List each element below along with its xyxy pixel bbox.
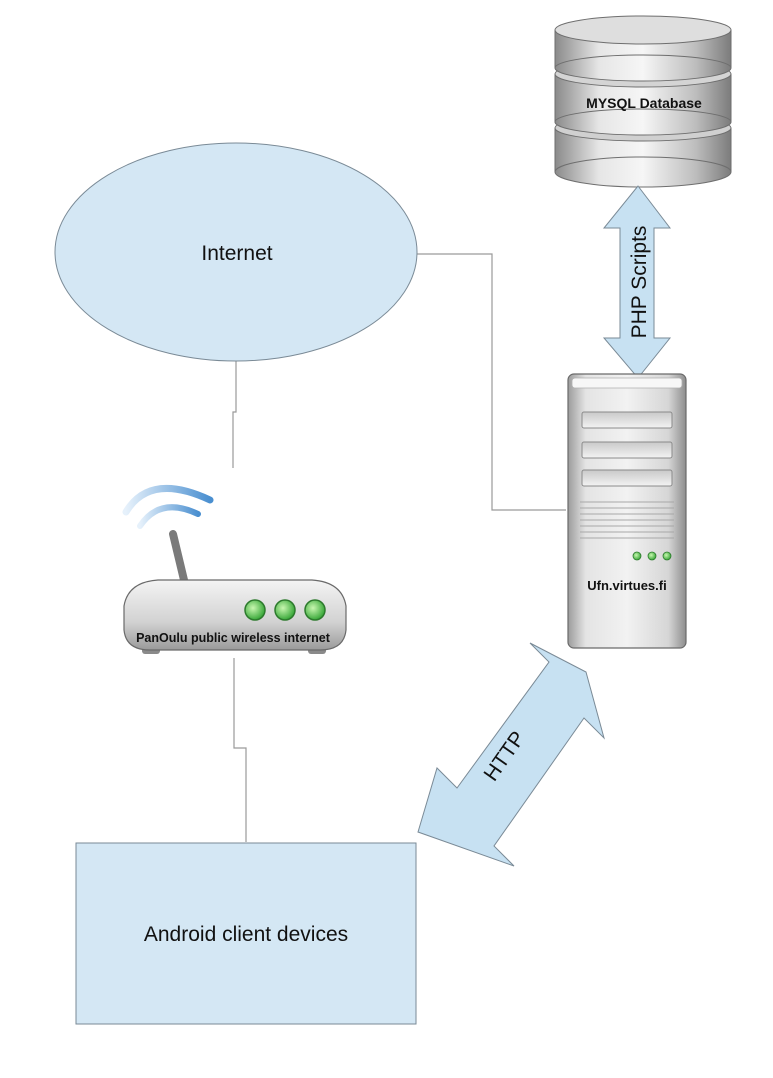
connector-lines	[232, 253, 566, 842]
android-clients-label: Android client devices	[144, 923, 348, 946]
internet-router-line	[232, 361, 237, 468]
router-clients-line	[233, 658, 247, 842]
drive-bay-1	[581, 411, 673, 429]
router-body	[123, 579, 347, 651]
server-led-3	[662, 551, 672, 561]
router-led-3	[304, 599, 326, 621]
http-arrow: HTTP	[417, 642, 605, 867]
database-label: MYSQL Database	[586, 95, 702, 111]
server-led-2	[647, 551, 657, 561]
mysql-database: MYSQL Database	[554, 15, 732, 188]
android-clients-box	[75, 842, 417, 1025]
http-arrow-shape	[417, 642, 605, 867]
drive-bay-2	[581, 441, 673, 459]
internet-ellipse	[54, 142, 418, 362]
router-led-2	[274, 599, 296, 621]
router-led-1	[244, 599, 266, 621]
server-vents	[580, 501, 674, 539]
database-disk-top	[554, 15, 732, 82]
wifi-waves-icon	[122, 485, 214, 529]
php-scripts-arrow: PHP Scripts	[602, 185, 672, 379]
router-label: PanOulu public wireless internet	[136, 631, 331, 645]
internet-server-line	[417, 253, 566, 511]
php-scripts-label: PHP Scripts	[628, 226, 651, 339]
server-led-1	[632, 551, 642, 561]
router-antenna	[169, 530, 188, 584]
server-label: Ufn.virtues.fi	[587, 578, 666, 593]
internet-cloud: Internet	[54, 142, 418, 362]
drive-bay-3	[581, 469, 673, 487]
server-top-edge	[571, 377, 683, 389]
internet-label: Internet	[201, 242, 272, 265]
android-clients: Android client devices	[75, 842, 417, 1025]
server-tower: Ufn.virtues.fi	[567, 373, 687, 649]
wireless-router: PanOulu public wireless internet	[122, 485, 347, 654]
